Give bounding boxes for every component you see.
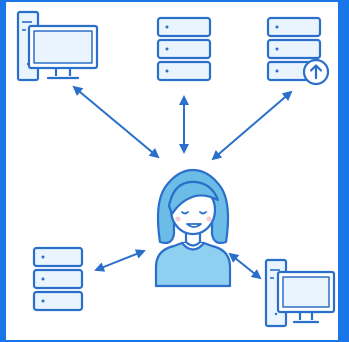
server-icon	[32, 246, 84, 312]
diagram-canvas	[6, 2, 338, 340]
server-upload-icon	[266, 16, 330, 86]
connection-arrow	[72, 85, 160, 159]
server-icon	[156, 16, 212, 82]
desktop-computer-icon	[264, 258, 336, 328]
connection-arrow	[228, 252, 262, 280]
user-icon	[154, 168, 232, 288]
network-diagram	[16, 10, 336, 328]
desktop-computer-icon	[16, 10, 99, 82]
connection-arrow	[211, 90, 293, 161]
connection-arrow	[94, 249, 146, 272]
